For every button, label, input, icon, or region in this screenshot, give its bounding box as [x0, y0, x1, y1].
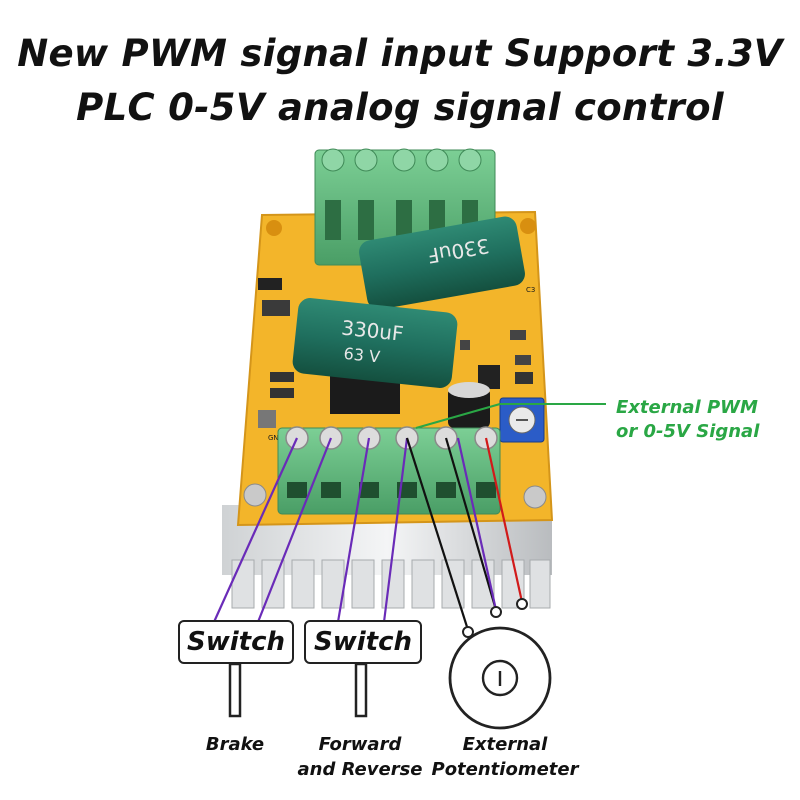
- capacitor-lower-voltage: 63 V: [343, 344, 381, 367]
- wire-pot-wiper: [444, 437, 498, 611]
- annotation-external-pwm-line-1: External PWM: [616, 397, 758, 418]
- svg-text:GND: GND: [268, 434, 284, 442]
- caption-pot-line-1: External: [462, 734, 548, 755]
- page-title-line-2: PLC 0-5V analog signal control: [76, 86, 724, 129]
- page-title-line-1: New PWM signal input Support 3.3V: [17, 32, 783, 75]
- onboard-potentiometer: [499, 397, 545, 443]
- wire-pot-ground: [405, 437, 470, 631]
- switch-stems: [228, 662, 368, 718]
- brake-switch-box: Switch: [178, 620, 294, 664]
- capacitor-upper: 330uF: [359, 216, 525, 310]
- direction-switch-stem: [354, 662, 368, 718]
- wire-pot-wiper-purple: [456, 437, 498, 611]
- wire-brake-1: [212, 437, 299, 623]
- signal-terminal-block: [277, 426, 501, 515]
- capacitor-lower: 330uF 63 V: [292, 298, 458, 388]
- caption-forward-line-1: Forward: [318, 734, 402, 755]
- caption-brake: Brake: [180, 732, 290, 757]
- caption-potentiometer: External Potentiometer: [430, 732, 580, 782]
- wiring: [212, 403, 606, 631]
- annotation-external-pwm-line-2: or 0-5V Signal: [616, 421, 760, 442]
- brake-switch-stem: [228, 662, 242, 718]
- caption-brake-text: Brake: [205, 734, 265, 755]
- wire-pot-vcc: [484, 437, 524, 603]
- annotation-pointer-segment: [415, 403, 501, 429]
- wire-brake-2: [256, 437, 333, 623]
- small-capacitor: [448, 382, 490, 428]
- svg-text:C3: C3: [526, 286, 535, 294]
- direction-switch-box: Switch: [304, 620, 422, 664]
- caption-forward-line-2: and Reverse: [297, 759, 423, 780]
- wire-direction-2: [382, 437, 409, 623]
- caption-pot-line-2: Potentiometer: [431, 759, 579, 780]
- external-potentiometer-symbol: [448, 598, 552, 730]
- wire-direction-1: [336, 437, 371, 623]
- caption-forward-reverse: Forward and Reverse: [285, 732, 435, 782]
